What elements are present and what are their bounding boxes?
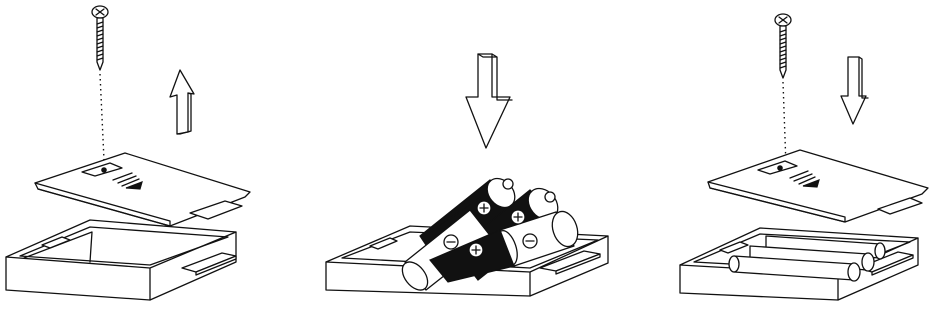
panel-remove-cover xyxy=(5,5,251,301)
batteries xyxy=(728,235,886,282)
minus-marker-icon xyxy=(522,233,538,249)
arrow-down-icon xyxy=(465,53,511,149)
panel-insert-batteries xyxy=(325,53,609,297)
battery-box xyxy=(5,219,237,301)
screw-guide-line xyxy=(782,81,787,167)
arrow-down-icon xyxy=(840,56,867,125)
battery-cover xyxy=(34,152,251,227)
plus-marker-icon xyxy=(510,209,526,225)
screw-icon xyxy=(774,13,792,79)
screw-icon xyxy=(91,5,109,71)
plus-marker-icon xyxy=(476,200,492,216)
batteries xyxy=(401,177,579,291)
minus-marker-icon xyxy=(443,234,459,250)
battery-cover xyxy=(707,149,929,223)
plus-marker-icon xyxy=(468,242,484,258)
panel-replace-cover xyxy=(679,13,929,301)
screw-guide-line xyxy=(99,73,105,161)
battery-box xyxy=(679,227,919,301)
